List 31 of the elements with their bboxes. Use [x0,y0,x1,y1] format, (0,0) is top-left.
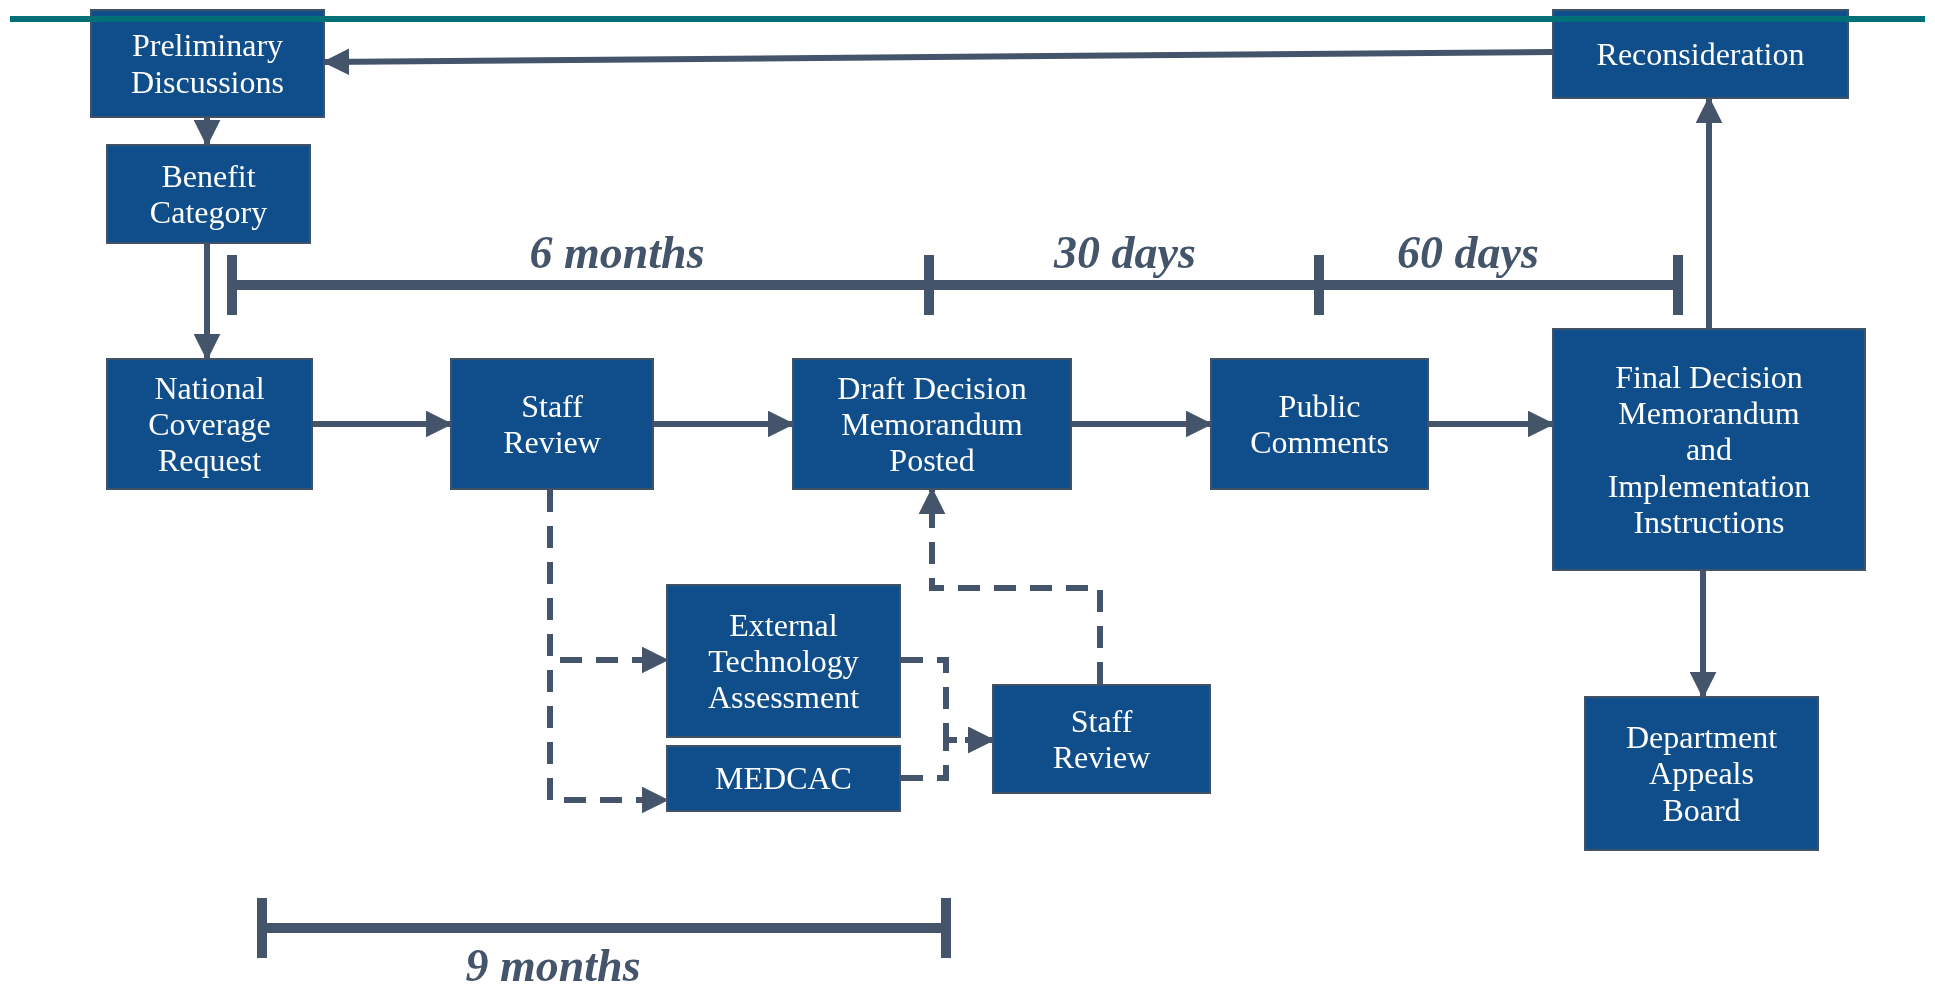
box-label: Final Decision Memorandum and Implementation Instructions [1606,359,1812,540]
arrow [193,244,221,361]
process-box [90,9,325,118]
duration-label: 9 months [465,938,641,989]
box-label: Public Comments [1249,387,1390,461]
box-label: Reconsideration [1595,35,1806,73]
box-label: Staff Review [1051,702,1152,776]
box-label: MEDCAC [714,760,853,797]
box-label: National Coverage Request [147,369,272,479]
process-box [1552,9,1849,99]
arrow [1689,571,1717,699]
box-label: Department Appeals Board [1624,719,1778,828]
process-box [1584,696,1819,851]
process-box [106,144,311,244]
box-label: External Technology Assessment [706,606,861,716]
process-box [792,358,1072,490]
process-box [106,358,313,490]
process-box [666,584,901,738]
process-box [992,684,1211,794]
process-box [450,358,654,490]
arrow [193,118,221,147]
box-label: Staff Review [502,387,602,461]
process-box [666,745,901,812]
duration-label: 30 days [1054,225,1196,279]
box-label: Preliminary Discussions [130,27,285,100]
box-label: Benefit Category [148,157,269,231]
process-box [1552,328,1866,571]
box-label: Draft Decision Memorandum Posted [836,369,1028,479]
process-box [1210,358,1429,490]
duration-label: 60 days [1397,225,1539,279]
duration-label: 6 months [529,225,705,279]
